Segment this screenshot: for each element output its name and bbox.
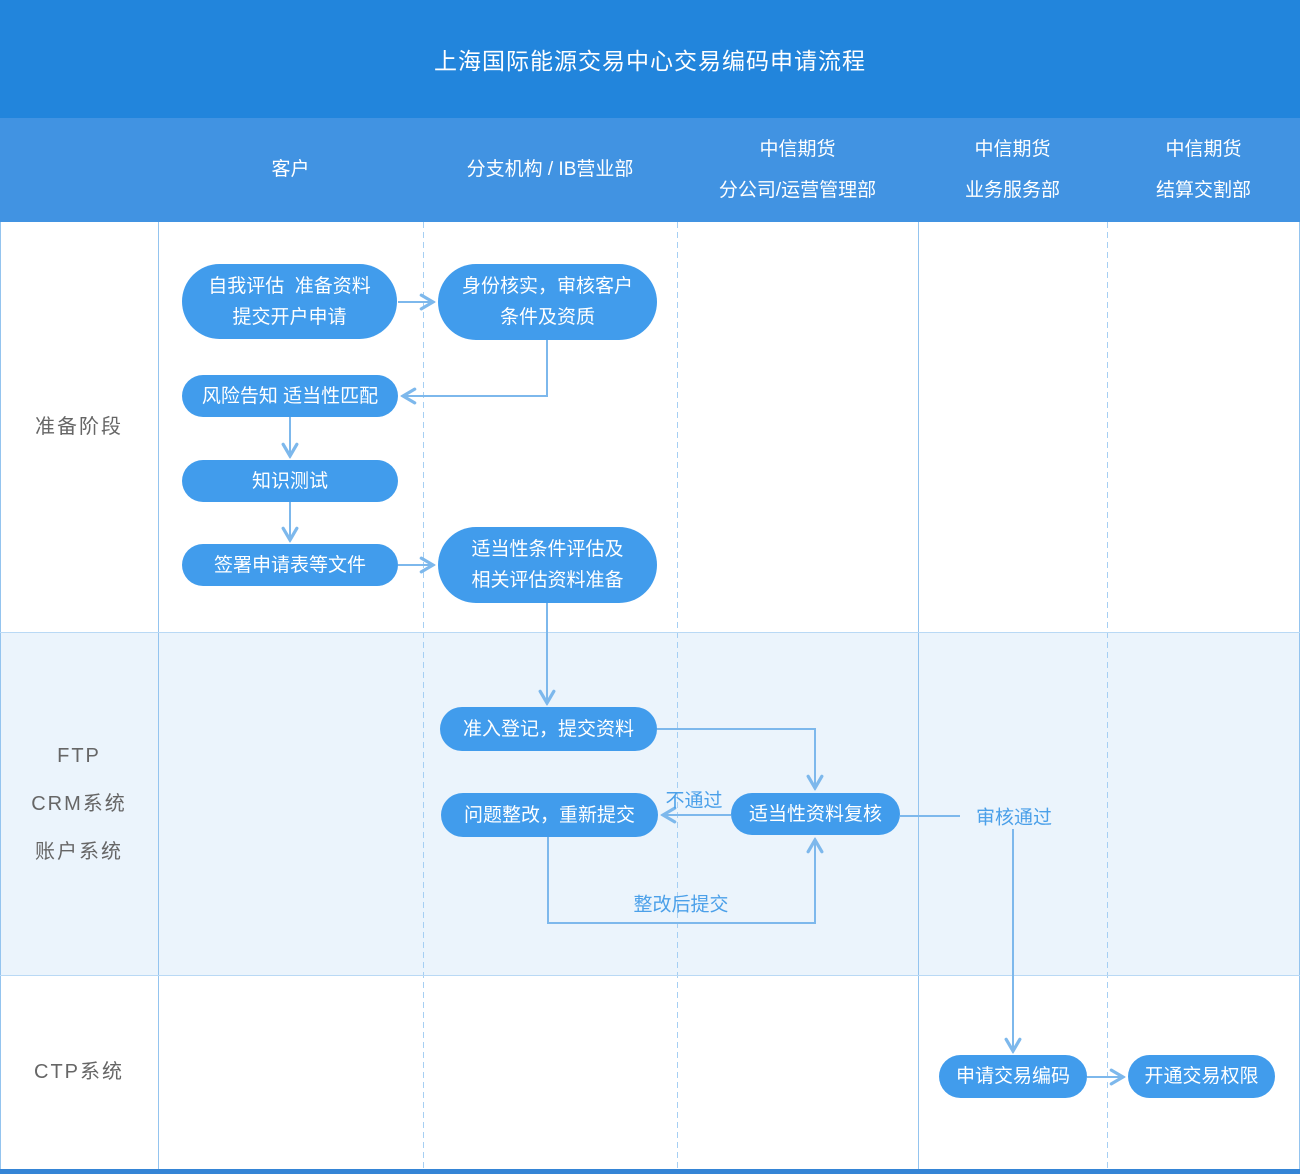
- row-label-prepare-stage: 准备阶段: [0, 222, 158, 632]
- node-label: 知识测试: [251, 470, 328, 492]
- node-label: 相关评估资料准备: [471, 570, 624, 591]
- node-label: 问题整改，重新提交: [463, 804, 635, 826]
- header-row: 客户 分支机构 / IB营业部 中信期货 分公司/运营管理部 中信期货 业务服务…: [0, 118, 1300, 222]
- node-self-assess: 自我评估 准备资料 提交开户申请: [182, 264, 397, 339]
- column-header-label: 分公司/运营管理部: [718, 179, 877, 201]
- column-header-customer: 客户: [158, 118, 423, 222]
- node-sign-forms: 签署申请表等文件: [182, 544, 398, 586]
- column-header-label: 客户: [271, 159, 310, 180]
- page-title: 上海国际能源交易中心交易编码申请流程: [434, 48, 866, 74]
- node-risk-notice: 风险告知 适当性匹配: [182, 375, 398, 417]
- edge-label-fail: 不通过: [665, 790, 723, 812]
- node-label: 适当性条件评估及: [471, 539, 624, 560]
- column-header-label: 中信期货: [759, 138, 836, 160]
- node-label: 申请交易编码: [955, 1066, 1070, 1087]
- column-header-label: 结算交割部: [1155, 179, 1251, 201]
- row-label-text: FTP: [57, 744, 101, 767]
- section-ctp-system: [0, 975, 1300, 1169]
- title-bar: 上海国际能源交易中心交易编码申请流程: [0, 0, 1300, 118]
- row-label-text: 准备阶段: [35, 416, 123, 438]
- row-label-text: 账户系统: [35, 840, 123, 863]
- edge-label-resubmit: 整改后提交: [633, 894, 729, 916]
- column-header-branch-ib: 分支机构 / IB营业部: [423, 118, 677, 222]
- node-label: 签署申请表等文件: [213, 554, 366, 576]
- node-label: 适当性资料复核: [748, 803, 882, 825]
- node-label: 风险告知 适当性匹配: [201, 385, 379, 407]
- node-rectify-resubmit: 问题整改，重新提交: [441, 793, 658, 837]
- column-header-citic-service: 中信期货 业务服务部: [918, 118, 1107, 222]
- node-apply-code: 申请交易编码: [939, 1055, 1087, 1098]
- node-material-review: 适当性资料复核: [731, 793, 900, 835]
- column-header-citic-branch-ops: 中信期货 分公司/运营管理部: [677, 118, 918, 222]
- row-label-text: CTP系统: [34, 1061, 124, 1083]
- row-label-text: CRM系统: [31, 792, 127, 815]
- column-header-label: 中信期货: [1165, 138, 1242, 160]
- column-header-label: 分支机构 / IB营业部: [466, 159, 634, 180]
- node-label: 提交开户申请: [232, 306, 347, 328]
- node-label: 准入登记，提交资料: [462, 718, 634, 740]
- node-knowledge-test: 知识测试: [182, 460, 398, 502]
- node-register-submit: 准入登记，提交资料: [440, 707, 657, 751]
- node-label: 身份核实，审核客户: [461, 276, 633, 297]
- footer-bar: [0, 1169, 1300, 1174]
- column-header-label: 业务服务部: [964, 179, 1060, 201]
- node-identity-verify: 身份核实，审核客户 条件及资质: [438, 264, 657, 340]
- node-label: 条件及资质: [499, 307, 595, 328]
- node-open-permission: 开通交易权限: [1128, 1055, 1275, 1098]
- edge-label-pass: 审核通过: [975, 807, 1053, 829]
- node-suitability-assess: 适当性条件评估及 相关评估资料准备: [438, 527, 657, 603]
- node-label: 自我评估 准备资料: [208, 275, 371, 297]
- row-label-ctp-system: CTP系统: [0, 975, 158, 1169]
- row-label-ftp-crm-systems: FTP CRM系统 账户系统: [0, 632, 158, 975]
- node-label: 开通交易权限: [1144, 1066, 1259, 1087]
- column-header-label: 中信期货: [974, 138, 1051, 160]
- column-header-citic-settlement: 中信期货 结算交割部: [1107, 118, 1300, 222]
